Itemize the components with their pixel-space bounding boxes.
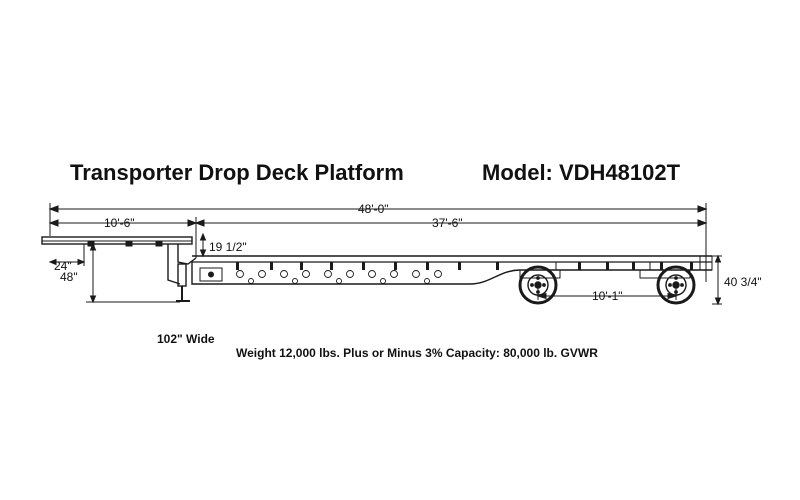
kingpin-setback-label: 24" <box>54 259 72 273</box>
drop-height-label: 19 1/2" <box>209 240 247 254</box>
drop-height-dimension <box>199 232 207 258</box>
upper-height-dimension <box>86 242 180 304</box>
diagram-title: Transporter Drop Deck Platform <box>70 160 404 185</box>
kingpin-dimension <box>48 244 86 266</box>
overall-length-label: 48'-0" <box>358 202 389 216</box>
frame-holes <box>236 270 442 284</box>
model-label: Model: VDH48102T <box>482 160 681 185</box>
overall-length-dimension <box>48 203 708 270</box>
rear-wheel <box>656 265 696 305</box>
upper-deck-length-label: 10'-6" <box>104 216 135 230</box>
width-spec: 102" Wide <box>157 332 215 346</box>
lower-deck-length-label: 37'-6" <box>432 216 463 230</box>
stake-pockets <box>236 262 693 270</box>
landing-gear <box>176 263 190 302</box>
lower-deck <box>191 255 712 285</box>
axle-spread-dimension <box>536 286 678 300</box>
rear-bumper <box>699 255 713 282</box>
rear-height-label: 40 3/4" <box>724 275 762 289</box>
spec-line: 102" Wide Weight 12,000 lbs. Plus or Min… <box>0 318 800 360</box>
upper-deck <box>41 236 197 285</box>
weight-capacity-spec: Weight 12,000 lbs. Plus or Minus 3% Capa… <box>236 346 598 360</box>
rear-height-dimension <box>712 254 722 306</box>
axle-spread-label: 10'-1" <box>592 289 623 303</box>
deck-length-dimension <box>48 217 708 258</box>
upper-deck-height-label: 48" <box>60 270 78 284</box>
